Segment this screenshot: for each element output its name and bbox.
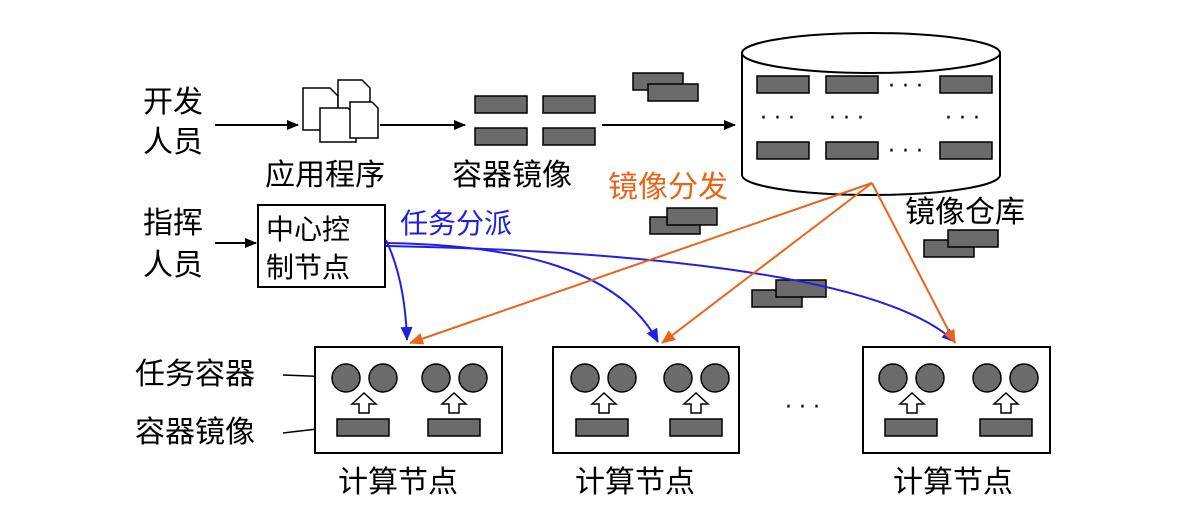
- dispatch-arrow-node3: [385, 245, 956, 343]
- developer-label-line2: 人员: [143, 125, 203, 160]
- application-documents-icon: [302, 79, 379, 143]
- compute-node-3-label: 计算节点: [893, 465, 1013, 500]
- distribution-arrow-node3: [871, 182, 956, 344]
- compute-node-3: [862, 346, 1051, 454]
- container-image-label: 容器镜像: [452, 158, 572, 193]
- task-container-label: 任务容器: [135, 357, 255, 392]
- floating-image-chips-top: [632, 72, 699, 102]
- repo-ellipsis-row1: · · ·: [888, 74, 923, 99]
- image-repository-label: 镜像仓库: [905, 195, 1025, 230]
- repo-ellipsis-row2a: · · ·: [760, 106, 795, 131]
- node-container-image-label: 容器镜像: [135, 415, 255, 450]
- distribution-arrow-node1: [409, 182, 873, 345]
- central-control-label-line2: 制节点: [266, 251, 350, 284]
- application-label: 应用程序: [265, 158, 385, 193]
- repo-ellipsis-row3: · · ·: [888, 139, 923, 164]
- container-image-blocks: [474, 95, 596, 146]
- task-dispatch-label: 任务分派: [400, 207, 512, 240]
- repo-ellipsis-row2c: · · ·: [945, 106, 980, 131]
- commander-label-line2: 人员: [143, 248, 203, 283]
- floating-image-chips-mid: [649, 207, 718, 235]
- developer-label-line1: 开发: [143, 85, 203, 120]
- floating-image-chips-right: [923, 229, 999, 258]
- compute-node-1: [314, 346, 503, 454]
- compute-node-1-label: 计算节点: [338, 465, 458, 500]
- central-control-node-box: [257, 204, 386, 288]
- dispatch-arrow-node2: [385, 242, 659, 343]
- commander-label-line1: 指挥: [143, 206, 203, 241]
- image-repository-cylinder: [741, 32, 1001, 196]
- image-distribution-label: 镜像分发: [608, 170, 728, 205]
- dispatch-arrow-node1: [385, 239, 413, 341]
- central-control-label-line1: 中心控: [266, 213, 350, 246]
- compute-node-2: [552, 346, 740, 454]
- repo-ellipsis-row2b: · · ·: [829, 106, 864, 131]
- compute-node-ellipsis: · · ·: [785, 395, 820, 420]
- distribution-arrow-node2: [661, 182, 873, 344]
- compute-node-2-label: 计算节点: [575, 465, 695, 500]
